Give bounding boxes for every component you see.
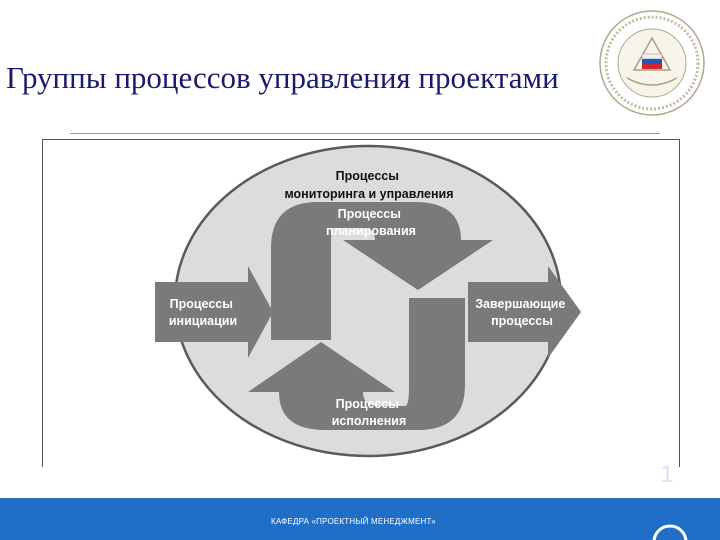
- title-divider: [70, 133, 660, 134]
- university-seal-logo: [599, 10, 705, 116]
- svg-text:1: 1: [660, 462, 673, 484]
- slide-title: Группы процессов управления проектами: [6, 60, 559, 95]
- process-groups-diagram: Процессы мониторинга и управления Процес…: [155, 144, 581, 458]
- initiation-arrow: [155, 266, 273, 358]
- closing-label: Завершающие процессы: [475, 297, 569, 328]
- footer-text: КАФЕДРА «ПРОЕКТНЫЙ МЕНЕДЖМЕНТ»: [271, 517, 436, 526]
- diagram-frame: Процессы мониторинга и управления Процес…: [42, 139, 680, 467]
- execution-label: Процессы исполнения: [332, 397, 406, 428]
- planning-arrow: [271, 202, 493, 340]
- monitoring-label: Процессы мониторинга и управления: [284, 169, 453, 201]
- closing-arrow: [468, 266, 581, 358]
- initiation-label: Процессы инициации: [169, 297, 237, 328]
- planning-label: Процессы планирования: [326, 207, 416, 238]
- footer-decoration: [652, 524, 688, 540]
- footer-bar: КАФЕДРА «ПРОЕКТНЫЙ МЕНЕДЖМЕНТ»: [0, 498, 720, 540]
- slide-number: 1: [660, 462, 673, 484]
- execution-arrow: [248, 298, 465, 430]
